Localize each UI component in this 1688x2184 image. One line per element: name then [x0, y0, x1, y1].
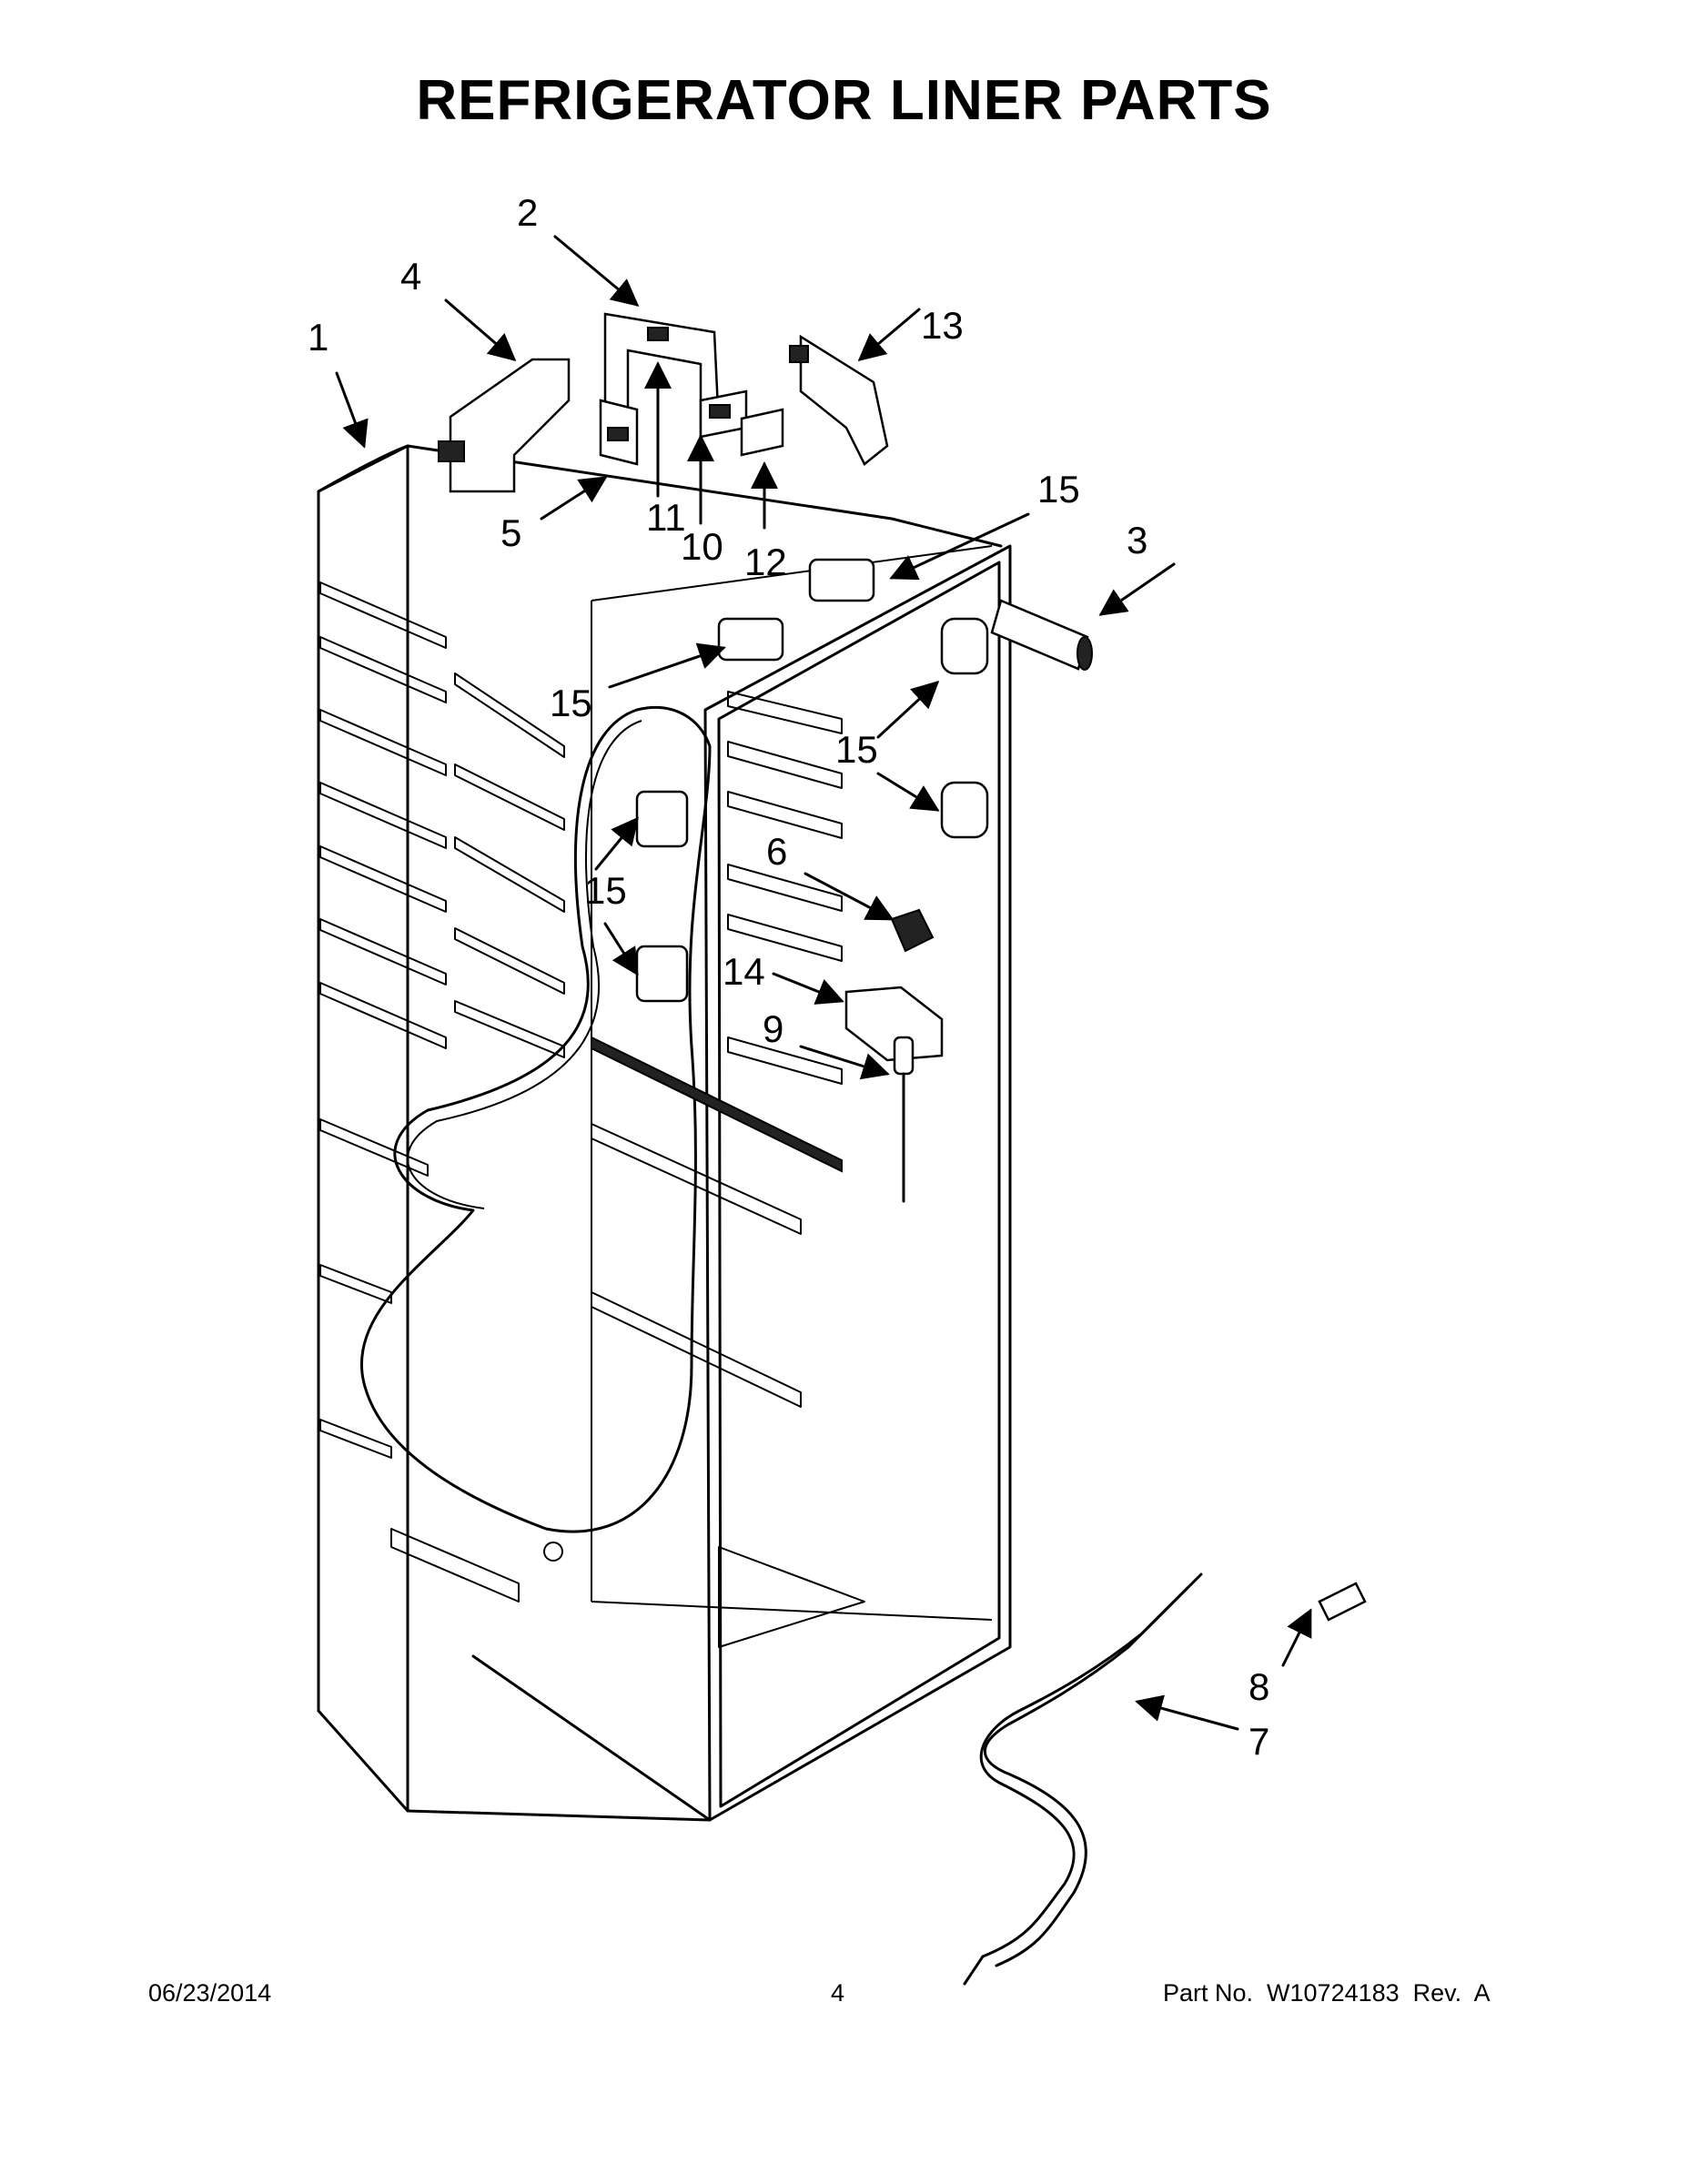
part-9-sensor	[893, 1036, 915, 1203]
part-8-fitting	[1318, 1582, 1367, 1622]
refrigerator-liner	[317, 444, 1012, 1822]
callout-1: 1	[308, 316, 329, 359]
callout-3: 3	[1127, 519, 1147, 561]
part-3-cylinder	[990, 599, 1093, 671]
part-14-housing	[844, 986, 944, 1062]
callout-11: 11	[646, 496, 686, 539]
part-13-damper	[789, 334, 889, 466]
callout-15-mid-left: 15	[550, 682, 592, 724]
callout-4: 4	[400, 255, 421, 298]
part-7-tube	[963, 1572, 1203, 1986]
callout-9: 9	[763, 1007, 783, 1050]
callout-6: 6	[766, 830, 787, 873]
callout-12: 12	[744, 541, 787, 583]
page-title: REFRIGERATOR LINER PARTS	[416, 69, 1272, 132]
shelf-rails	[591, 691, 843, 1408]
part-15-light-left	[635, 790, 689, 1003]
callout-15-left: 15	[584, 869, 627, 912]
part-5-cover	[599, 399, 639, 466]
callout-8: 8	[1248, 1665, 1269, 1708]
callout-15-top: 15	[1037, 468, 1080, 511]
part-15-light-top	[717, 558, 875, 662]
left-wall-ribs	[319, 581, 565, 1459]
footer-date: 06/23/2014	[148, 1979, 272, 2007]
callout-arrows	[335, 235, 1312, 1731]
part-12-cover	[740, 408, 784, 457]
callout-5: 5	[500, 511, 521, 554]
footer-part-number: Part No. W10724183 Rev. A	[1163, 1979, 1491, 2007]
part-15-light-right	[940, 617, 989, 839]
callout-15-right: 15	[835, 728, 878, 771]
callout-2: 2	[517, 191, 538, 234]
part-6-clip	[890, 908, 935, 953]
callout-13: 13	[921, 304, 964, 347]
part-4-housing	[438, 358, 571, 493]
footer-page-number: 4	[831, 1979, 845, 2007]
callout-7: 7	[1248, 1720, 1269, 1763]
callout-14: 14	[723, 950, 765, 993]
part-10-cover	[699, 389, 748, 439]
callout-10: 10	[681, 525, 723, 568]
